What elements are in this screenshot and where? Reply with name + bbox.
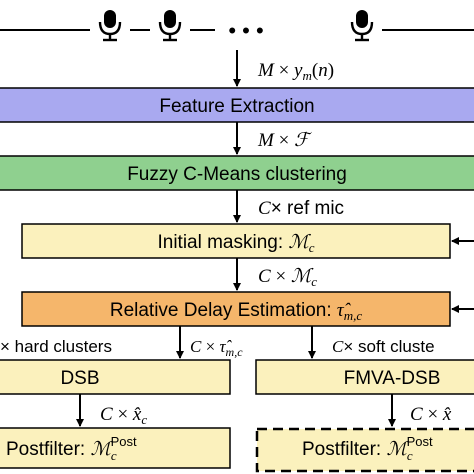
fmva-dsb-block — [255, 359, 474, 395]
edge-label-beamformed-left: C × x̂c — [100, 404, 147, 427]
fcm-label: Fuzzy C-Means clustering — [127, 164, 347, 185]
postfilter-left-label: Postfilter: ℳcPost — [6, 434, 137, 463]
edge-label-ref-mic: C× ref mic — [258, 198, 344, 219]
dsb-label: DSB — [60, 368, 99, 389]
edge-label-signals: M × ym(n) — [257, 60, 334, 83]
fcm-block — [0, 155, 474, 191]
delay-estimation-label: Relative Delay Estimation: τ̂m,c — [110, 300, 362, 323]
microphone-icon — [158, 8, 182, 42]
edge-label-features: M × ℱ — [257, 129, 312, 151]
initial-masking-label: Initial masking: ℳc — [157, 232, 314, 255]
edge-label-masks: C × ℳc — [258, 266, 317, 289]
fmva-dsb-label: FMVA-DSB — [344, 368, 441, 389]
microphone-icon — [350, 8, 374, 42]
postfilter-right-block — [255, 427, 474, 473]
edge-label-beamformed-right: C × x̂ — [410, 404, 452, 425]
edge-label-soft-clusters: C× soft cluste — [332, 337, 435, 356]
feature-extraction-label: Feature Extraction — [159, 96, 314, 117]
edge-label-hard-clusters: × hard clusters — [0, 337, 112, 356]
microphone-ellipsis: • • • — [228, 18, 263, 43]
postfilter-right-label: Postfilter: ℳcPost — [302, 434, 433, 463]
microphone-icon — [98, 8, 122, 42]
edge-label-delays: C × τ̂m,c — [190, 337, 243, 359]
dsb-block — [0, 359, 231, 395]
postfilter-left-block — [0, 427, 231, 469]
microphone-array: • • • — [0, 8, 474, 43]
initial-masking-block — [21, 223, 451, 259]
delay-estimation-block — [21, 291, 451, 327]
